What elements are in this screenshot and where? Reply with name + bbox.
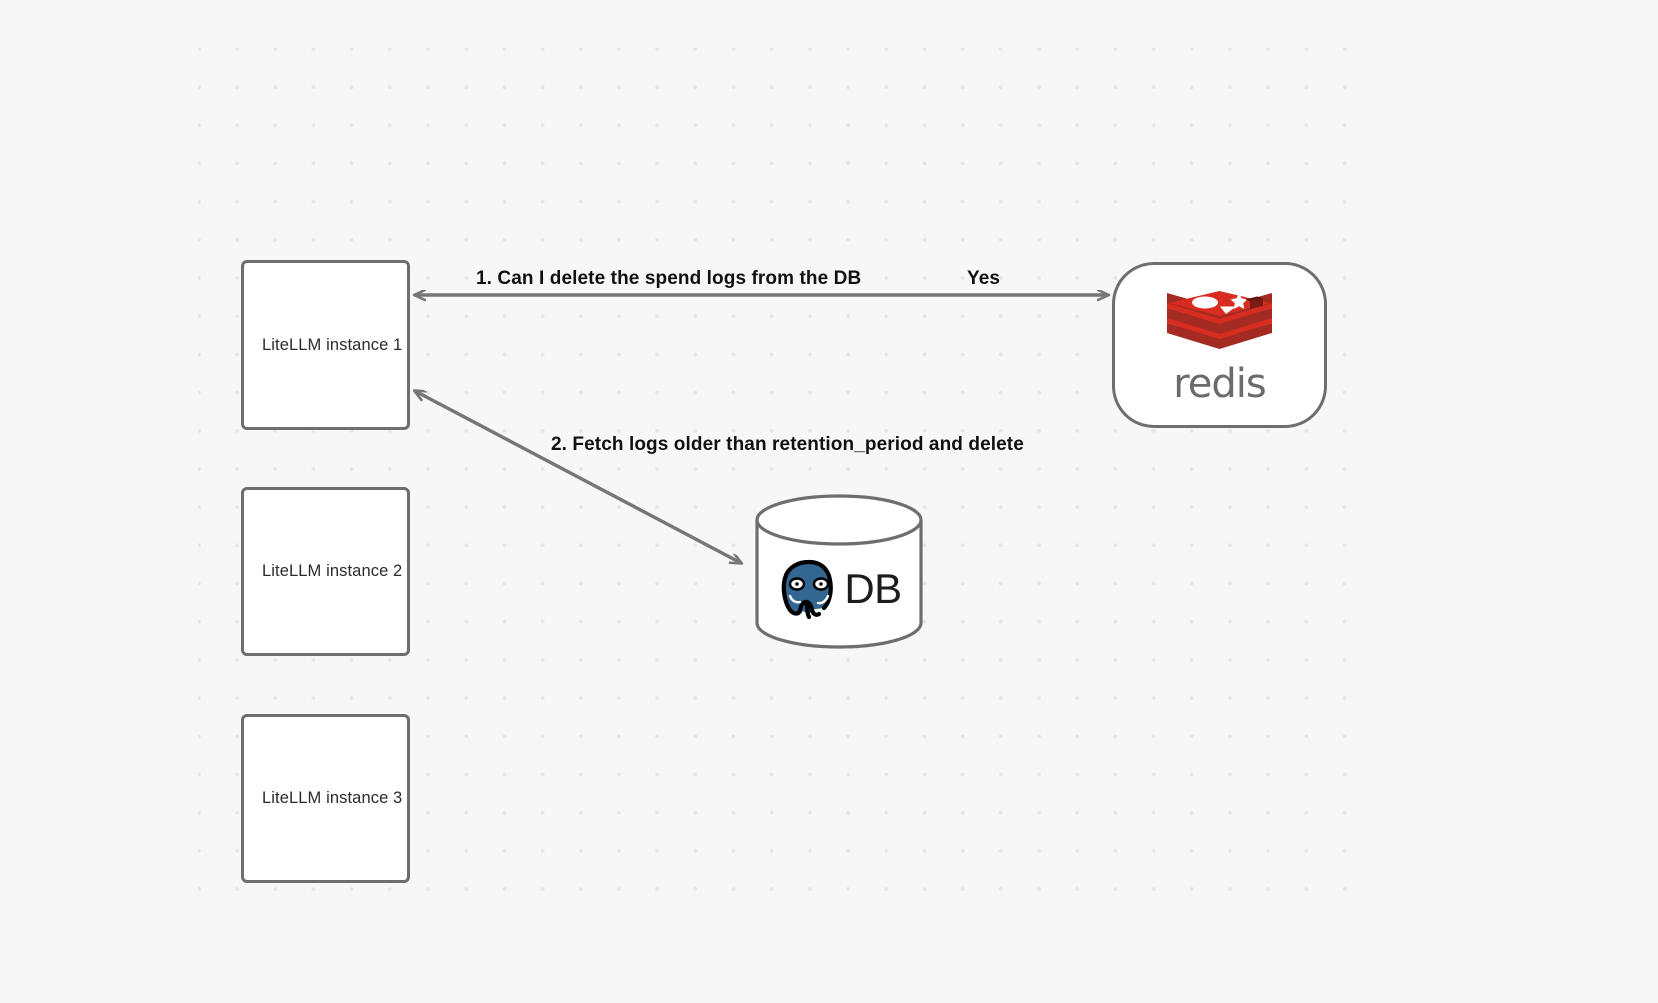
edge-label-step-2: 2. Fetch logs older than retention_perio… — [551, 434, 1024, 455]
node-label: LiteLLM instance 1 — [262, 335, 403, 354]
db-contents: DB — [754, 494, 924, 649]
node-label: LiteLLM instance 2 — [262, 562, 403, 580]
cylinder-shape — [755, 494, 923, 649]
redis-logo-wrap: redis — [1162, 289, 1277, 404]
redis-wordmark: redis — [1173, 360, 1267, 407]
edge-label-step-1: 1. Can I delete the spend logs from the … — [476, 268, 862, 289]
redis-logo-icon — [1167, 290, 1272, 349]
edge-label-yes: Yes — [967, 268, 1001, 289]
node-redis[interactable]: redis — [1112, 262, 1327, 428]
node-label: LiteLLM instance 3 — [262, 789, 403, 807]
postgresql-elephant-icon — [782, 559, 834, 619]
node-litellm-instance-3[interactable]: LiteLLM instance 3 — [241, 714, 410, 883]
node-db[interactable]: DB — [754, 494, 924, 649]
node-litellm-instance-1[interactable]: LiteLLM instance 1 — [241, 260, 410, 430]
node-litellm-instance-2[interactable]: LiteLLM instance 2 — [241, 487, 410, 656]
db-label: DB — [844, 564, 902, 612]
